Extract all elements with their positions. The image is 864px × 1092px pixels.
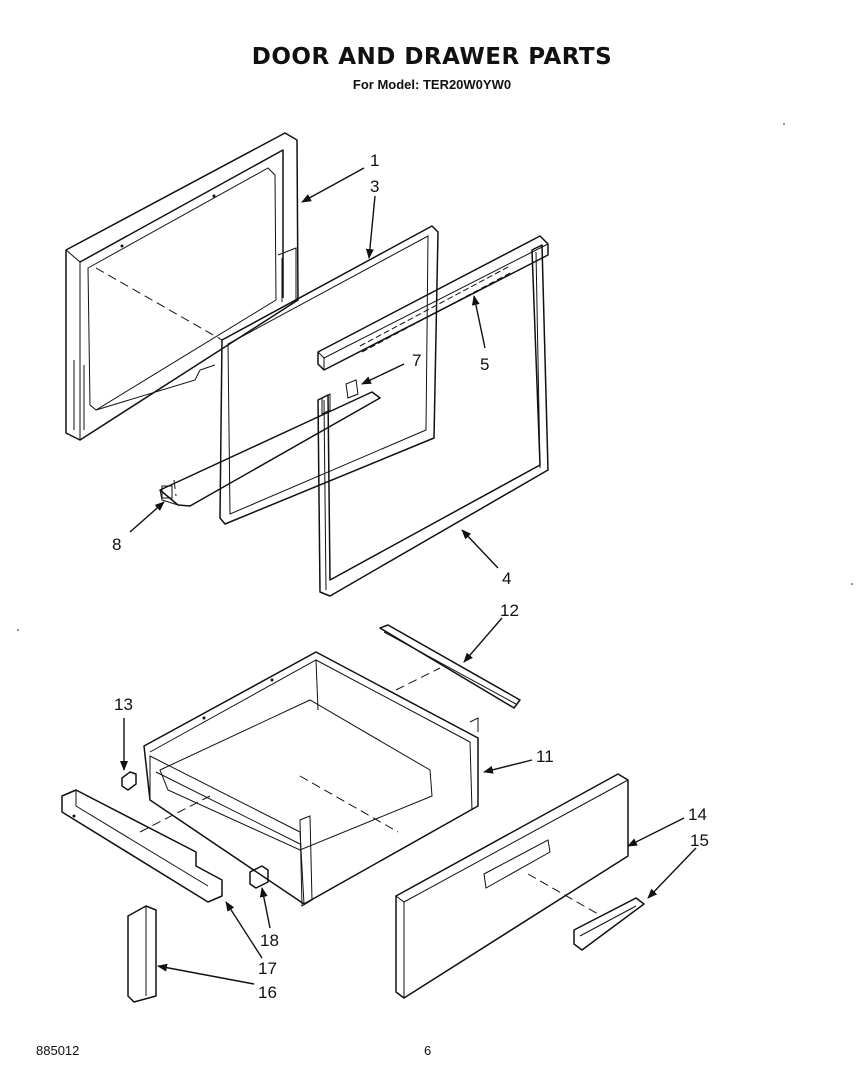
callout-11: 11 xyxy=(536,747,554,766)
callout-7: 7 xyxy=(412,351,421,370)
callout-12: 12 xyxy=(500,601,519,620)
callout-4: 4 xyxy=(502,569,511,588)
door-frame xyxy=(317,244,549,597)
outer-door-panel xyxy=(65,132,299,441)
callout-15: 15 xyxy=(690,831,709,850)
door-hinge-bar xyxy=(159,379,381,507)
rail-clip xyxy=(249,865,269,889)
callout-3: 3 xyxy=(370,177,379,196)
callout-14: 14 xyxy=(688,805,707,824)
callout-labels: 1 3 5 7 8 4 12 13 11 14 15 18 17 16 xyxy=(112,151,709,1002)
side-end-cap xyxy=(127,905,157,1003)
drawer-rear-rail xyxy=(379,624,521,709)
drawer-body xyxy=(143,651,479,907)
callout-18: 18 xyxy=(260,931,279,950)
callout-8: 8 xyxy=(112,535,121,554)
drawer-handle xyxy=(573,897,645,951)
drawer-side-rail xyxy=(61,789,223,903)
model-subtitle: For Model: TER20W0YW0 xyxy=(352,77,512,92)
door-vent-trim xyxy=(317,235,549,371)
drawer-front-panel xyxy=(395,773,629,999)
callout-5: 5 xyxy=(480,355,489,374)
callout-16: 16 xyxy=(258,983,277,1002)
drawer-roller xyxy=(121,771,137,791)
callout-1: 1 xyxy=(370,151,379,170)
callout-17: 17 xyxy=(258,959,277,978)
callout-13: 13 xyxy=(114,695,133,714)
callout-arrows xyxy=(120,167,697,985)
document-number: 885012 xyxy=(36,1043,80,1058)
page-number: 6 xyxy=(424,1043,432,1058)
page-title: DOOR AND DRAWER PARTS xyxy=(251,44,613,70)
